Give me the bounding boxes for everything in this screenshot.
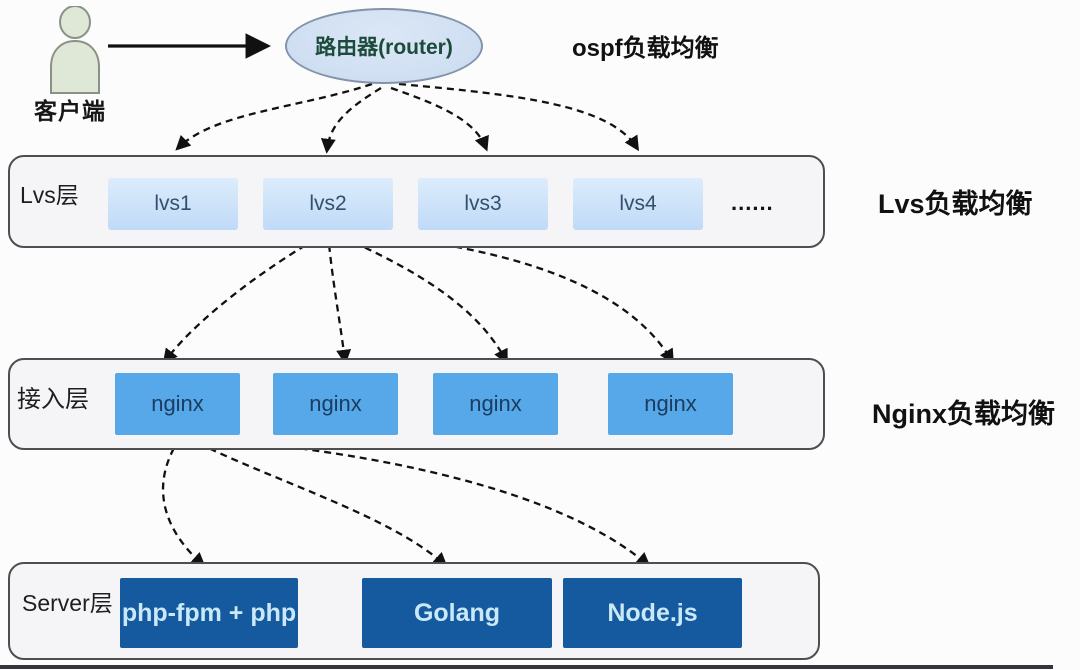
client-icon xyxy=(50,6,100,94)
nginx-load-balance-label: Nginx负载均衡 xyxy=(872,399,1056,429)
lvs-ellipsis: ...... xyxy=(731,190,774,215)
nginx-node-4: nginx xyxy=(608,373,733,435)
ospf-load-balance-label: ospf负载均衡 xyxy=(572,35,719,62)
nginx-node-1: nginx xyxy=(115,373,240,435)
lvs-to-nginx-arrows xyxy=(162,230,674,365)
lvs-node-3: lvs3 xyxy=(418,178,548,230)
router-to-lvs-arrows xyxy=(175,82,639,154)
lvs-node-2: lvs2 xyxy=(263,178,393,230)
router-node: 路由器(router) xyxy=(285,8,483,84)
client-label: 客户端 xyxy=(34,98,106,124)
nginx-to-server-arrows xyxy=(161,435,651,568)
router-label: 路由器(router) xyxy=(315,36,453,59)
lvs-node-4: lvs4 xyxy=(573,178,703,230)
access-layer-label: 接入层 xyxy=(17,386,89,413)
server-node-phpfpm: php-fpm + php xyxy=(120,578,298,648)
lvs-node-1: lvs1 xyxy=(108,178,238,230)
nginx-node-3: nginx xyxy=(433,373,558,435)
bottom-edge-line xyxy=(0,665,1053,669)
server-node-golang: Golang xyxy=(362,578,552,648)
lvs-layer-label: Lvs层 xyxy=(20,182,79,208)
server-node-nodejs: Node.js xyxy=(563,578,742,648)
nginx-node-2: nginx xyxy=(273,373,398,435)
server-layer-label: Server层 xyxy=(22,590,113,616)
lvs-load-balance-label: Lvs负载均衡 xyxy=(878,189,1033,219)
